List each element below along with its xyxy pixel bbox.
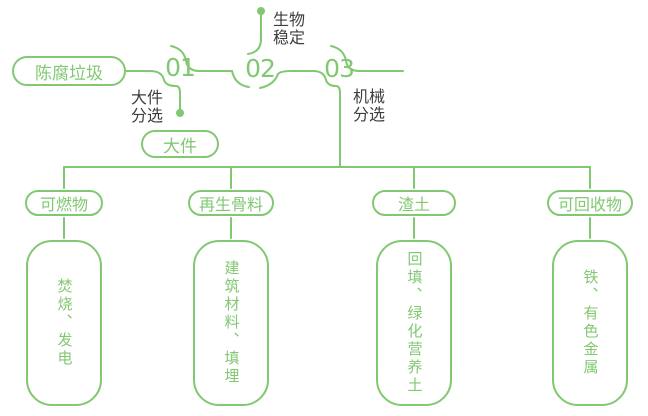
step-02-number: 02 — [245, 54, 276, 83]
step-01-number: 01 — [165, 53, 196, 82]
branch-slag-soil-category: 渣土 — [372, 190, 456, 216]
disposal-text: 铁、有色金属 — [581, 269, 600, 377]
bulky-items-node: 大件 — [141, 130, 219, 158]
disposal-box-building-materials: 建筑材料、填埋 — [193, 240, 269, 406]
bulky-sorting-dot — [176, 109, 184, 117]
disposal-text: 回填、绿化营养土 — [405, 251, 424, 395]
flow-line-into-01 — [125, 70, 181, 110]
flow-line-02-to-03 — [259, 70, 314, 89]
bio-stabilize-drop-line — [247, 14, 262, 55]
disposal-box-backfill: 回填、绿化营养土 — [376, 240, 452, 406]
branch-combustibles-category: 可燃物 — [25, 190, 103, 216]
disposal-text: 建筑材料、填埋 — [222, 260, 241, 386]
step-01-label-bulky-sorting: 大件分选 — [131, 88, 164, 125]
disposal-box-incineration: 焚烧、发电 — [26, 240, 102, 406]
step-03-number: 03 — [324, 54, 355, 83]
flow-line-03-down — [312, 70, 341, 168]
branch-recyclables-category: 可回收物 — [547, 190, 633, 216]
disposal-box-metals: 铁、有色金属 — [552, 240, 628, 406]
flow-line-out-of-03 — [330, 45, 404, 72]
flow-line-01-to-02 — [170, 45, 233, 72]
step-02-label-bio-stabilization: 生物稳定 — [273, 10, 306, 47]
bio-stabilize-dot — [257, 7, 265, 15]
disposal-text: 焚烧、发电 — [55, 278, 74, 368]
step-03-label-mechanical-sorting: 机械分选 — [353, 87, 386, 124]
source-node-aged-waste: 陈腐垃圾 — [12, 56, 126, 86]
curl-under-02 — [231, 70, 250, 88]
branch-recycled-aggregate-category: 再生骨料 — [188, 190, 274, 216]
